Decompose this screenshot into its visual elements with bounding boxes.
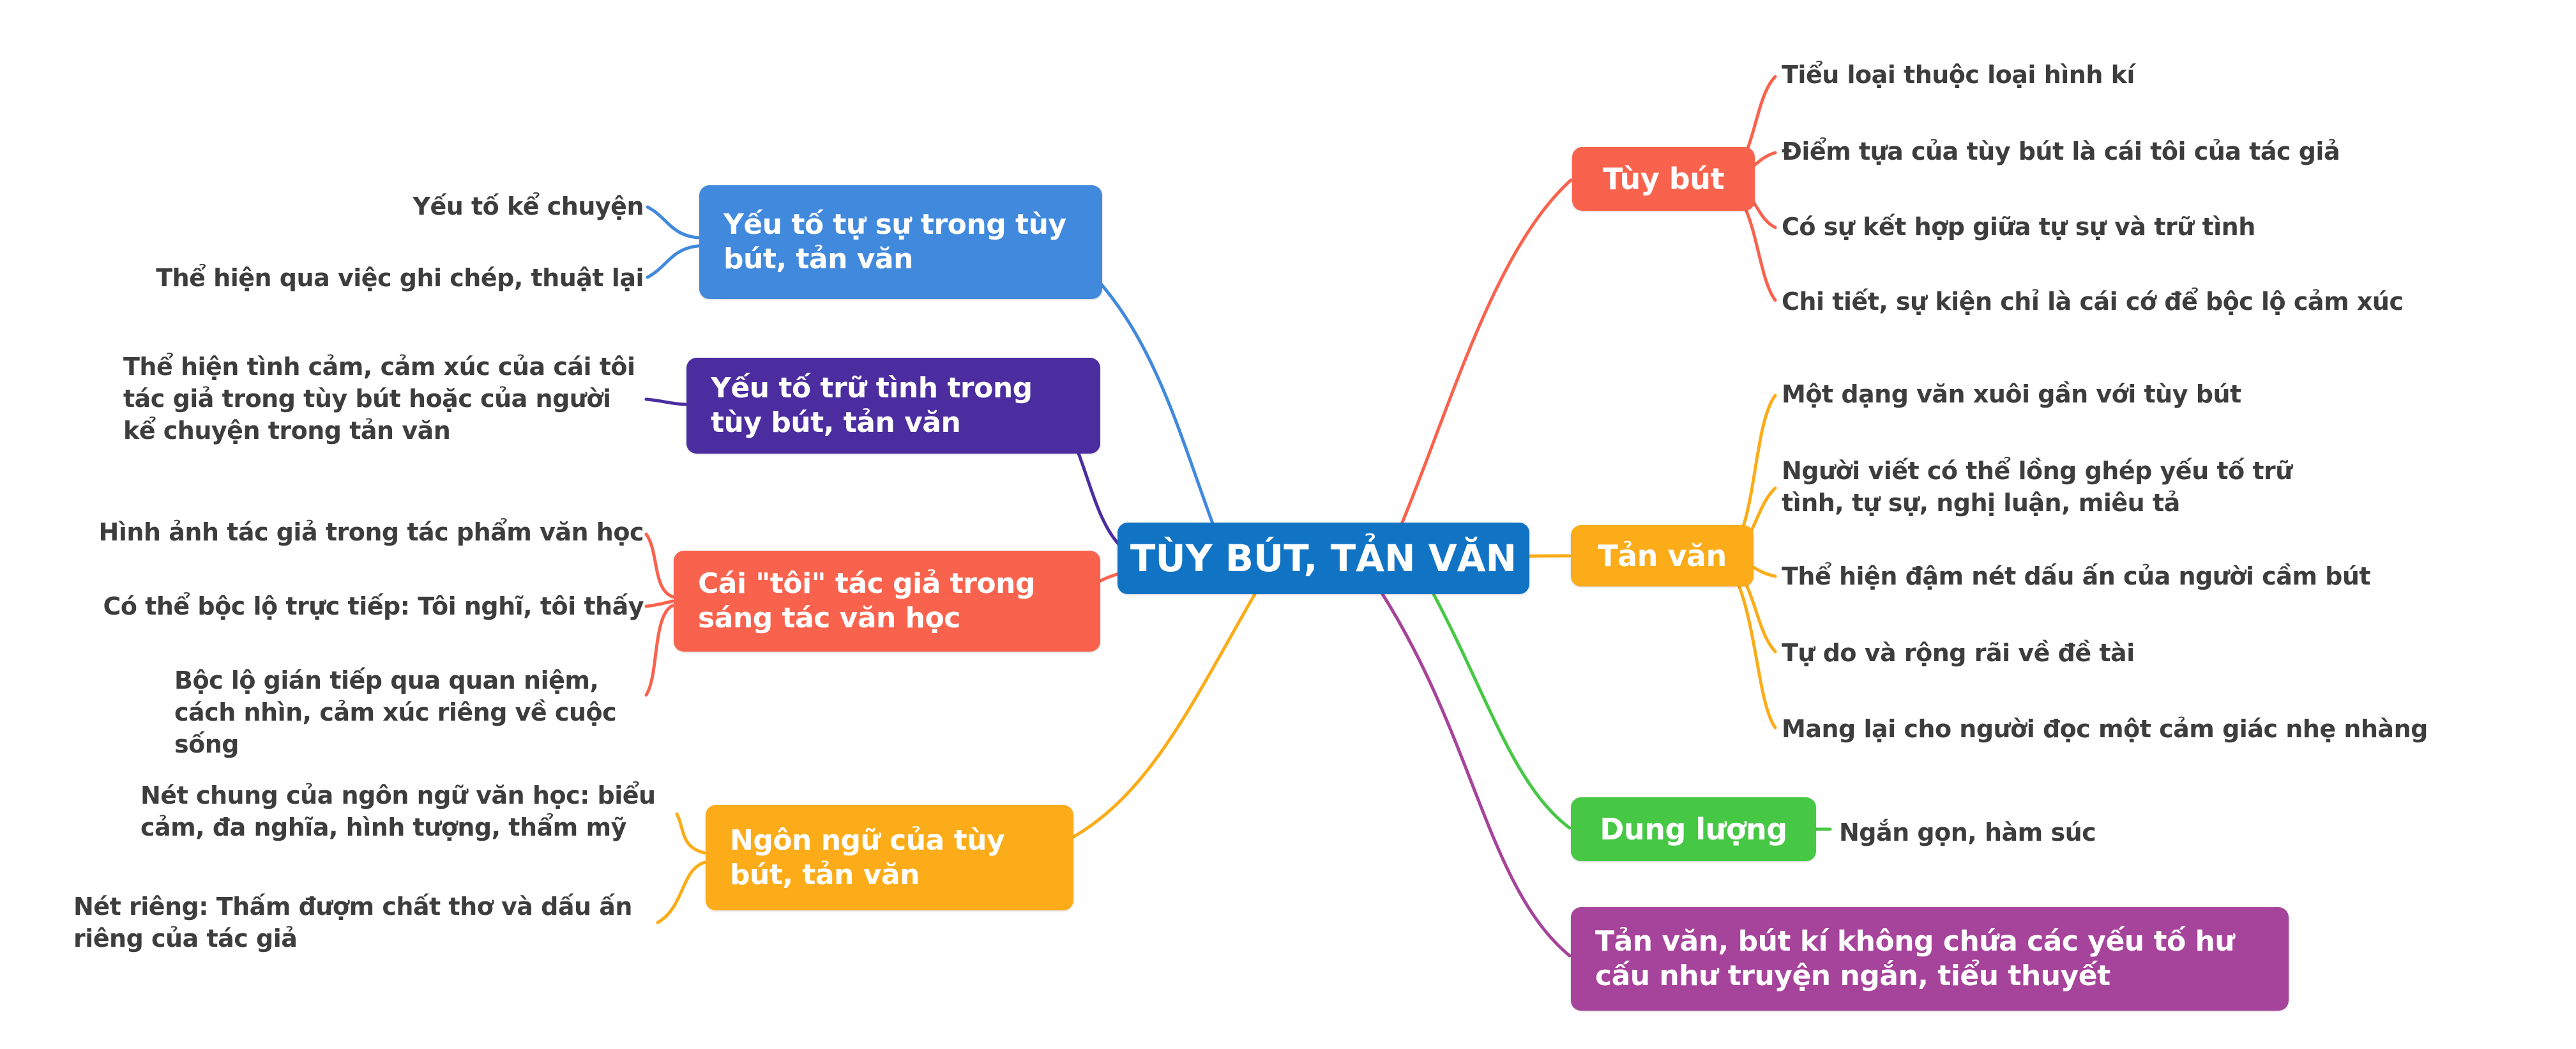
- leaf-ngon-ngu-1[interactable]: Nét riêng: Thấm đượm chất thơ và dấu ấn …: [73, 892, 632, 953]
- leaf-tan-van-3[interactable]: Tự do và rộng rãi về đề tài: [1782, 639, 2135, 667]
- branch-node-ngon-ngu[interactable]: Ngôn ngữ của tùy bút, tản văn: [706, 805, 1073, 910]
- leaf-ngon-ngu-0[interactable]: Nét chung của ngôn ngữ văn học: biểu cảm…: [140, 781, 656, 842]
- branch-node-tuy-but[interactable]: Tùy bút: [1572, 147, 1755, 211]
- leaf-tuy-but-1[interactable]: Điểm tựa của tùy bút là cái tôi của tác …: [1782, 137, 2340, 165]
- leaf-cai-toi-2[interactable]: Bộc lộ gián tiếp qua quan niệm, cách nhì…: [174, 666, 617, 759]
- connector-tru-tinh-child-0: [644, 397, 687, 406]
- connector-tan-van-child-4: [1727, 563, 1777, 730]
- connector-tu-su-child-0: [646, 205, 700, 240]
- leaf-tu-su-0[interactable]: Yếu tố kể chuyện: [413, 192, 644, 220]
- leaf-tan-van-4[interactable]: Mang lại cho người đọc một cảm giác nhẹ …: [1782, 715, 2428, 743]
- leaf-cai-toi-1[interactable]: Có thể bộc lộ trực tiếp: Tôi nghĩ, tôi t…: [103, 592, 644, 620]
- leaf-tu-su-1[interactable]: Thể hiện qua việc ghi chép, thuật lại: [156, 264, 644, 292]
- leaf-tan-van-1[interactable]: Người viết có thể lồng ghép yếu tố trữ t…: [1782, 457, 2292, 517]
- node-root[interactable]: TÙY BÚT, TẢN VĂN: [1118, 523, 1529, 594]
- leaf-tan-van-2[interactable]: Thể hiện đậm nét dấu ấn của người cầm bú…: [1782, 562, 2371, 590]
- leaf-tuy-but-0[interactable]: Tiểu loại thuộc loại hình kí: [1782, 61, 2135, 89]
- branch-node-hu-cau[interactable]: Tản văn, bút kí không chứa các yếu tố hư…: [1571, 907, 2289, 1011]
- connector-tu-su-child-1: [646, 244, 700, 279]
- connector-cai-toi-child-0: [644, 532, 674, 599]
- leaf-tan-van-0[interactable]: Một dạng văn xuôi gần với tùy bút: [1782, 380, 2241, 408]
- leaf-cai-toi-0[interactable]: Hình ảnh tác giả trong tác phẩm văn học: [98, 518, 644, 546]
- connector-cai-toi-child-1: [644, 599, 674, 608]
- branch-node-tru-tinh[interactable]: Yếu tố trữ tình trong tùy bút, tản văn: [686, 358, 1100, 454]
- leaf-dung-luong-0[interactable]: Ngắn gọn, hàm súc: [1839, 818, 2096, 846]
- leaf-tuy-but-3[interactable]: Chi tiết, sự kiện chỉ là cái cớ để bộc l…: [1782, 287, 2404, 316]
- branch-node-tu-su[interactable]: Yếu tố tự sự trong tùy bút, tản văn: [699, 185, 1102, 299]
- connector-root-tuy-but: [1400, 178, 1573, 526]
- branch-node-dung-luong[interactable]: Dung lượng: [1571, 797, 1816, 861]
- leaf-tuy-but-2[interactable]: Có sự kết hợp giữa tự sự và trữ tình: [1782, 213, 2255, 241]
- branch-node-tan-van[interactable]: Tản văn: [1571, 525, 1754, 586]
- connector-cai-toi-child-2: [644, 604, 674, 697]
- leaf-tru-tinh-0[interactable]: Thể hiện tình cảm, cảm xúc của cái tôi t…: [123, 353, 635, 445]
- connector-ngon-ngu-child-1: [656, 861, 706, 924]
- connector-ngon-ngu-child-0: [675, 812, 706, 855]
- connector-root-hu-cau: [1381, 592, 1572, 958]
- connector-root-dung-luong: [1432, 592, 1572, 830]
- branch-node-cai-toi[interactable]: Cái "tôi" tác giả trong sáng tác văn học: [674, 551, 1100, 652]
